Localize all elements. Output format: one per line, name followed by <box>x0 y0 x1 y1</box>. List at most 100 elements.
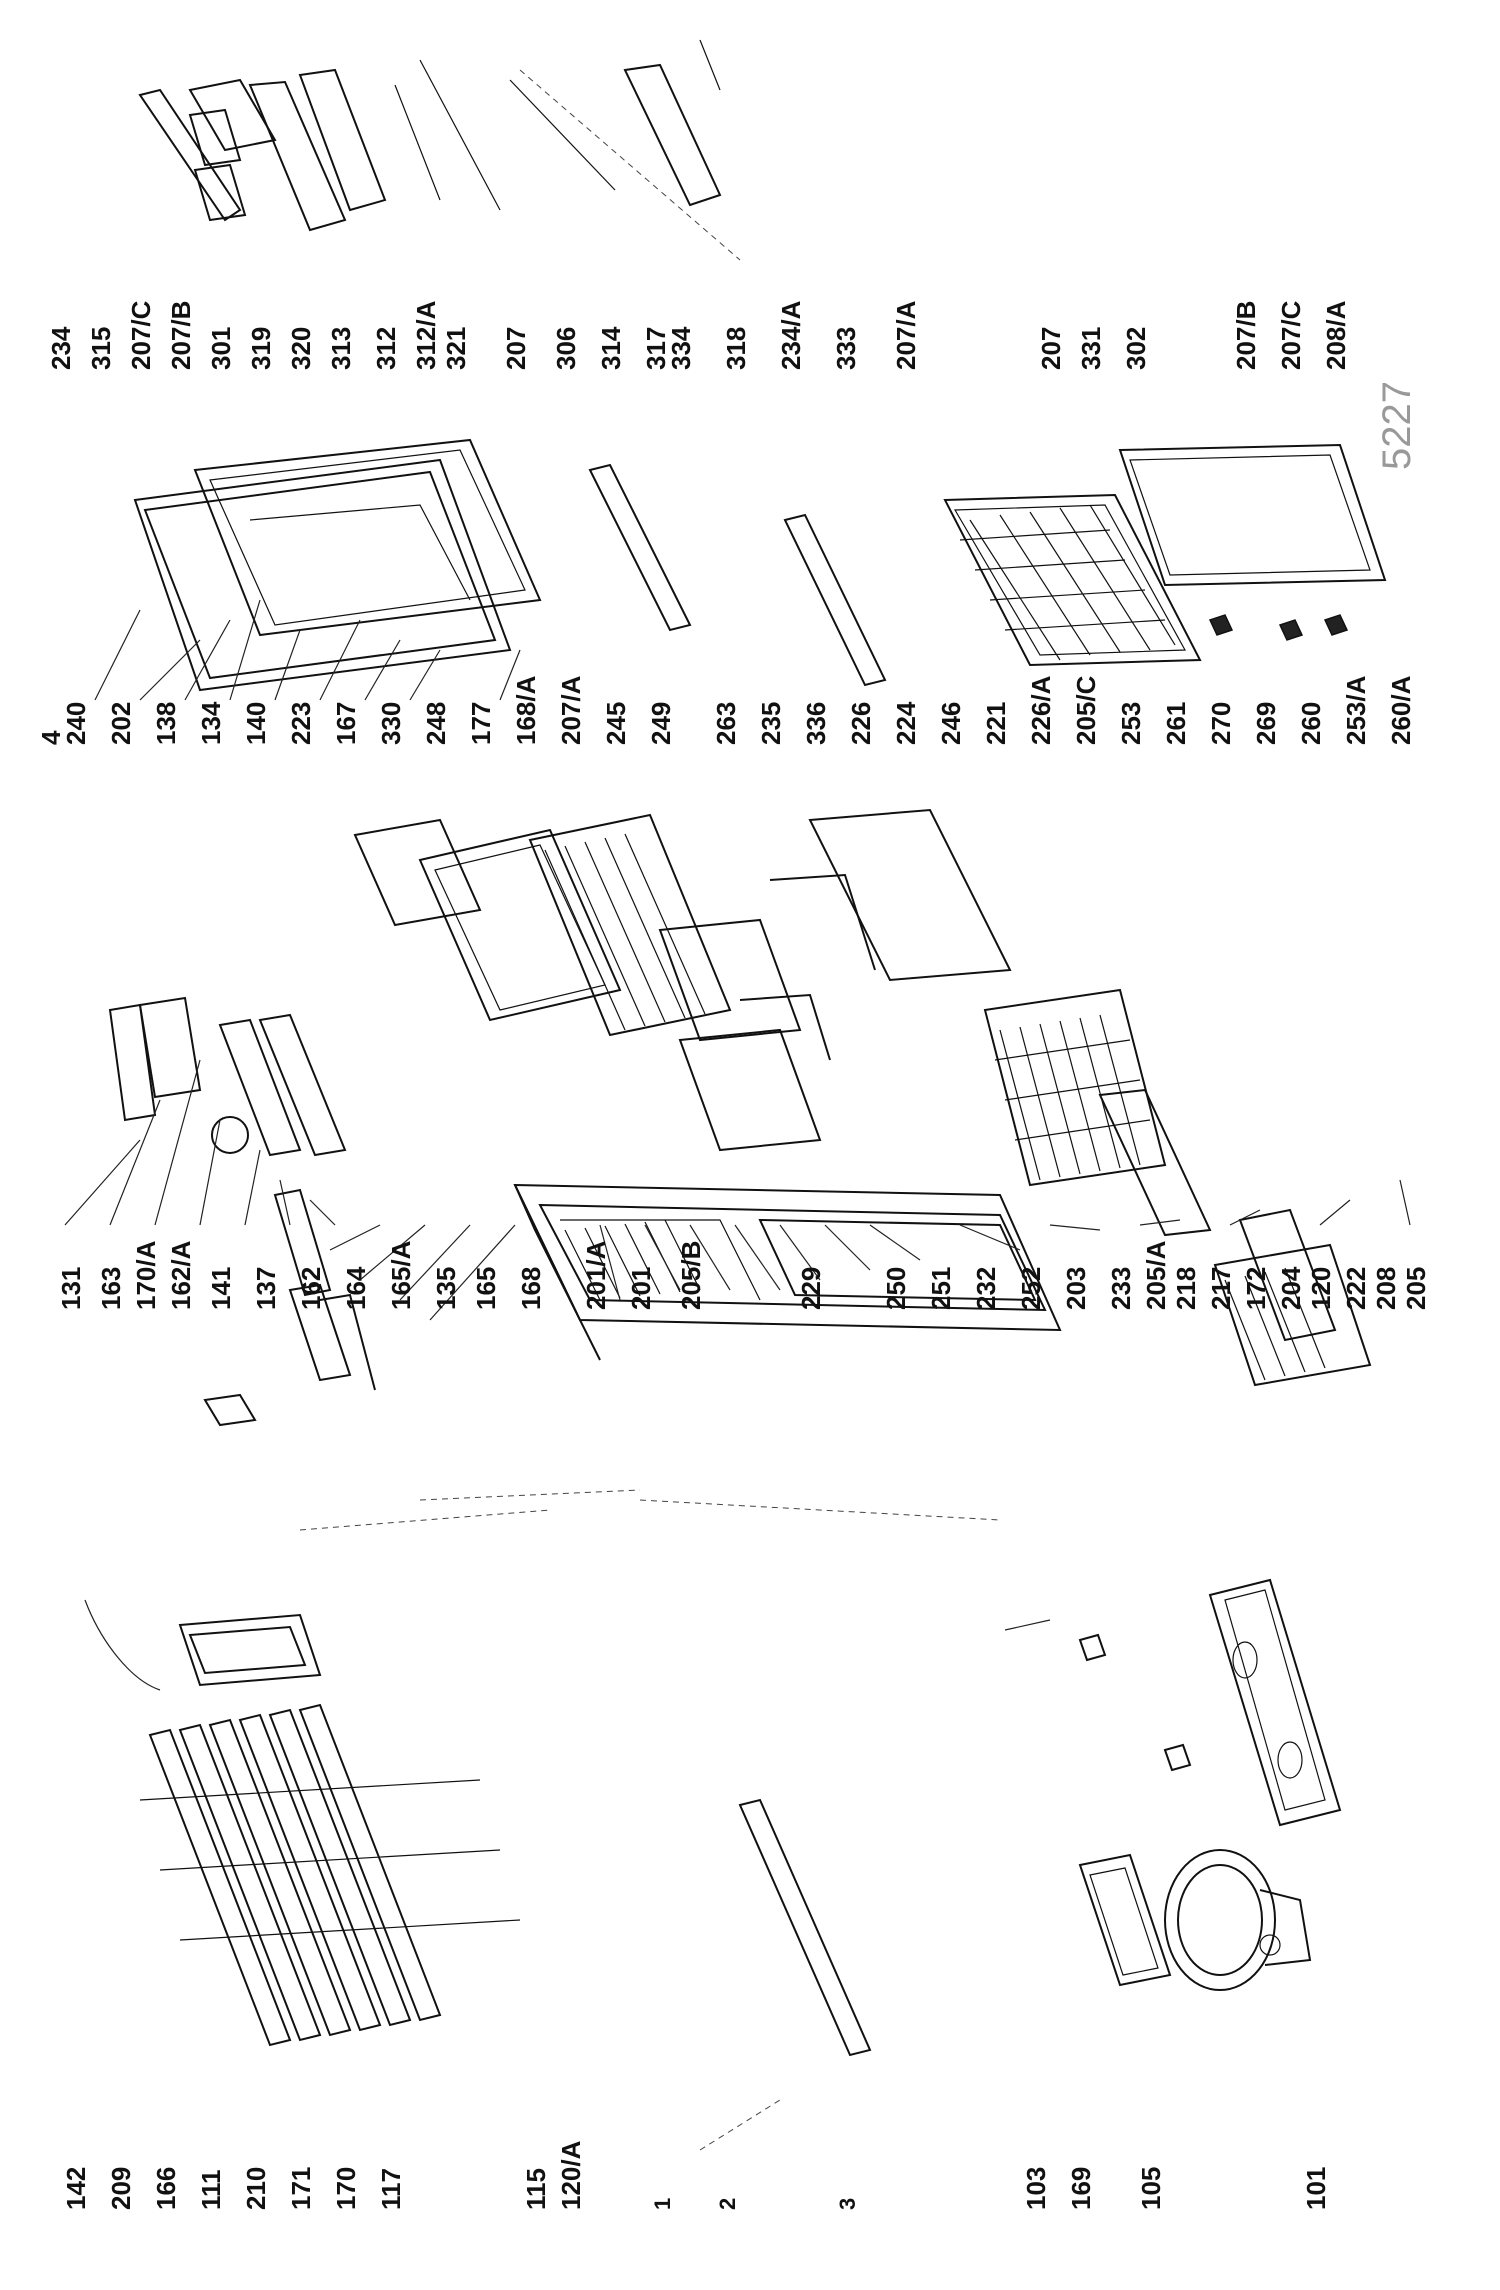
part-label: 252 <box>1016 1267 1046 1310</box>
part-label: 168/A <box>511 675 541 745</box>
door-rails <box>588 463 887 687</box>
part-label: 301 <box>206 327 236 370</box>
leader-lines <box>64 599 1411 1321</box>
part-label: 232 <box>971 1267 1001 1310</box>
part-label: 263 <box>711 702 741 745</box>
part-label: 170 <box>331 2167 361 2210</box>
part-label: 201 <box>626 1267 656 1310</box>
part-label: 162/A <box>166 1240 196 1310</box>
part-label: 140 <box>241 702 271 745</box>
part-label: 162 <box>296 1267 326 1310</box>
part-label: 138 <box>151 702 181 745</box>
part-label: 171 <box>286 2167 316 2210</box>
part-label: 207/B <box>1231 301 1261 370</box>
part-label: 205/C <box>1071 675 1101 745</box>
part-label: 224 <box>891 701 921 745</box>
part-label: 240 <box>61 702 91 745</box>
part-label: 203 <box>1061 1267 1091 1310</box>
part-label: 210 <box>241 2167 271 2210</box>
part-label: 245 <box>601 702 631 745</box>
part-label: 226 <box>846 702 876 745</box>
part-label: 331 <box>1076 327 1106 370</box>
freezer-baskets <box>983 988 1372 1387</box>
part-label: 261 <box>1161 702 1191 745</box>
part-label: 205/A <box>1141 1240 1171 1310</box>
part-label: 131 <box>56 1267 86 1310</box>
door-rack-shelves <box>138 39 741 261</box>
part-label: 320 <box>286 327 316 370</box>
part-label: 120 <box>1306 1267 1336 1310</box>
part-label: 251 <box>926 1267 956 1310</box>
part-label: 141 <box>206 1267 236 1310</box>
part-label: 336 <box>801 702 831 745</box>
part-label: 164 <box>341 1266 371 1310</box>
part-label: 169 <box>1066 2167 1096 2210</box>
label-column-top-right: 234 315 207/C 207/B 301 319 320 313 312 … <box>46 300 1351 370</box>
part-label: 165/A <box>386 1240 416 1310</box>
label-column-middle: 131 163 170/A 162/A 141 137 162 164 165/… <box>56 1240 1431 1310</box>
compressor <box>1164 1849 1312 1991</box>
part-label: 201/A <box>581 1240 611 1310</box>
part-label: 4 <box>36 730 66 745</box>
part-label: 233 <box>1106 1267 1136 1310</box>
part-label: 137 <box>251 1267 281 1310</box>
part-label: 115 <box>521 2168 551 2210</box>
part-label: 208 <box>1371 1267 1401 1310</box>
part-label: 221 <box>981 702 1011 745</box>
part-label: 318 <box>721 327 751 370</box>
part-label: 248 <box>421 702 451 745</box>
part-label: 207 <box>1036 327 1066 370</box>
part-label: 207/A <box>891 300 921 370</box>
small-parts-left <box>108 996 376 1427</box>
part-label: 249 <box>646 702 676 745</box>
part-label: 330 <box>376 702 406 745</box>
part-label: 2 <box>715 2198 740 2210</box>
part-label: 207/C <box>1276 300 1306 370</box>
part-label: 166 <box>151 2167 181 2210</box>
wire-shelves <box>353 813 732 1037</box>
part-label: 260 <box>1296 702 1326 745</box>
part-label: 135 <box>431 1267 461 1310</box>
base-plate <box>1208 1578 1342 1827</box>
part-label: 253/A <box>1341 675 1371 745</box>
label-column-top-left: 4 240 202 138 134 140 223 167 330 248 17… <box>36 675 676 745</box>
part-label: 208/A <box>1321 300 1351 370</box>
part-label: 260/A <box>1386 675 1416 745</box>
label-column-bottom: 142 209 166 111 210 171 170 117 115 120/… <box>61 2140 1331 2210</box>
part-label: 250 <box>881 1267 911 1310</box>
part-label: 120/A <box>556 2140 586 2210</box>
part-label: 168 <box>516 1267 546 1310</box>
part-label: 205/B <box>676 1241 706 1310</box>
part-label: 302 <box>1121 327 1151 370</box>
part-label: 269 <box>1251 702 1281 745</box>
part-label: 315 <box>86 327 116 370</box>
part-label: 314 <box>596 326 626 370</box>
part-label: 253 <box>1116 702 1146 745</box>
part-label: 207/A <box>556 675 586 745</box>
part-label: 3 <box>835 2198 860 2210</box>
part-label: 1 <box>650 2198 675 2210</box>
part-label: 306 <box>551 327 581 370</box>
part-label: 170/A <box>131 1240 161 1310</box>
part-label: 321 <box>441 327 471 370</box>
part-label: 235 <box>756 702 786 745</box>
condenser-coil <box>139 1703 521 2047</box>
part-label: 246 <box>936 702 966 745</box>
part-label: 334 <box>666 326 696 370</box>
evaporator-plate <box>84 1599 322 1691</box>
part-label: 223 <box>286 702 316 745</box>
part-label: 117 <box>376 2168 406 2210</box>
part-label: 142 <box>61 2167 91 2210</box>
part-label: 165 <box>471 1267 501 1310</box>
assembly-guide-lines <box>299 1489 1001 2151</box>
part-label: 172 <box>1241 1267 1271 1310</box>
vegetable-drawers <box>658 918 831 1152</box>
part-label: 105 <box>1136 2167 1166 2210</box>
part-label: 270 <box>1206 702 1236 745</box>
part-label: 229 <box>796 1267 826 1310</box>
trim-strip <box>738 1619 1192 2057</box>
part-label: 207/B <box>166 301 196 370</box>
part-label: 317 <box>641 327 671 370</box>
crisper-cover <box>769 808 1012 982</box>
